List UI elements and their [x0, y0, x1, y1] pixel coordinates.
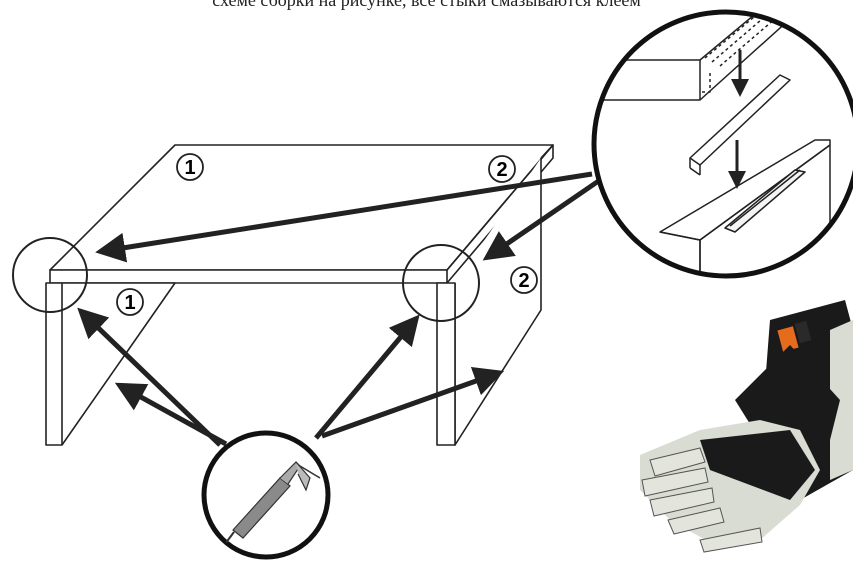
callout-front-left: 1	[116, 288, 144, 316]
callout-top-right: 2	[488, 155, 516, 183]
right-panel-edge	[436, 282, 456, 446]
gloves-image	[640, 300, 853, 553]
joint-circle-right	[402, 244, 480, 322]
left-panel-edge	[45, 282, 63, 446]
svg-text:2: 2	[518, 270, 529, 292]
svg-text:1: 1	[124, 292, 135, 314]
header-cut-text: схеме сборки на рисунке, все стыки смазы…	[212, 0, 641, 10]
detail-arrows	[95, 171, 602, 263]
callout-side-right: 2	[510, 266, 538, 294]
callout-top-left: 1	[176, 153, 204, 181]
arrow-to-right-joint	[482, 177, 602, 261]
arrow-glue-right-top	[314, 314, 420, 440]
glue-arrows	[77, 307, 505, 447]
glue-gun-callout	[201, 430, 331, 560]
arrow-glue-right-bottom	[321, 366, 505, 439]
arrow-to-left-joint	[95, 171, 593, 263]
joint-circle-left	[12, 237, 88, 313]
svg-text:1: 1	[184, 157, 195, 179]
arrow-glue-left-bottom	[114, 382, 228, 447]
top-panel-front-edge	[49, 269, 448, 284]
arrow-glue-left-top	[77, 307, 222, 447]
svg-text:2: 2	[496, 159, 507, 181]
joint-detail	[591, 9, 853, 279]
